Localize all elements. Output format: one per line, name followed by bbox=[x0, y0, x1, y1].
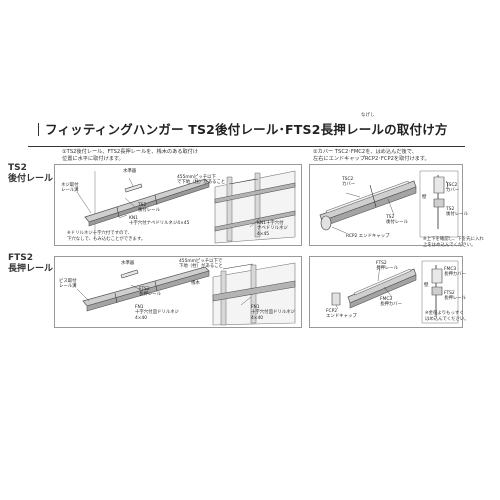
page-title: フィッティングハンガー TS2後付レール･FTS2長押レールの取付け方 bbox=[45, 122, 448, 137]
section-label-fts2: FTS2 長押レール bbox=[8, 253, 53, 275]
ts2-cover-illustration bbox=[310, 165, 462, 245]
label-batten: 桟木 bbox=[191, 281, 200, 286]
step1-instruction: ①TS2後付レール、FTS2長押レールを、桟木のある取付け 位置に水平に取付けま… bbox=[62, 149, 199, 162]
note-insert-order: ※上下を確認し、下を先に入れ上をはめ込んでください。 bbox=[423, 237, 484, 248]
section-label-ts2: TS2 後付レール bbox=[8, 163, 53, 185]
label-wall: 壁 bbox=[422, 195, 427, 200]
label-level: 水準器 bbox=[123, 169, 137, 174]
title-left-tick bbox=[38, 123, 39, 136]
title-underline bbox=[28, 146, 465, 147]
label-pitch: 455mmピッチ以下で下地（柱）があること bbox=[177, 175, 226, 186]
label-wall: 壁 bbox=[424, 283, 429, 288]
section-ts2-code: TS2 bbox=[8, 163, 27, 173]
label-screw-groove: ビス取付レール溝 bbox=[59, 279, 77, 290]
fts2-rail-illustration bbox=[55, 257, 301, 327]
fts2-cover-illustration bbox=[310, 257, 462, 327]
section-fts2-code: FTS2 bbox=[8, 253, 34, 263]
section-fts2-name: 長押レール bbox=[8, 264, 54, 274]
label-level: 水準器 bbox=[121, 261, 135, 266]
step2-instruction: ②カバー TSC2･FMC2を、はめ込んだ後で、 左右にエンドキャップRCP2･… bbox=[313, 149, 430, 162]
label-screw-groove: ネジ取付レール溝 bbox=[61, 183, 79, 194]
ruby-text: なげし bbox=[361, 113, 375, 118]
note-hammer: ※金槌よりもっすぐはめ込んでください。 bbox=[425, 311, 469, 322]
ts2-rail-illustration bbox=[55, 165, 301, 245]
section-ts2-name: 後付レール bbox=[8, 174, 54, 184]
label-rcp2-endcap: RCP2 エンドキャップ bbox=[346, 234, 390, 239]
label-pitch: 455mmピッチ以下で下地（柱）があること bbox=[179, 259, 223, 270]
note-drill-screw: ※ドリルネジ十字穴付ですので、下穴なしで、もみ込むことができます。 bbox=[67, 231, 146, 242]
